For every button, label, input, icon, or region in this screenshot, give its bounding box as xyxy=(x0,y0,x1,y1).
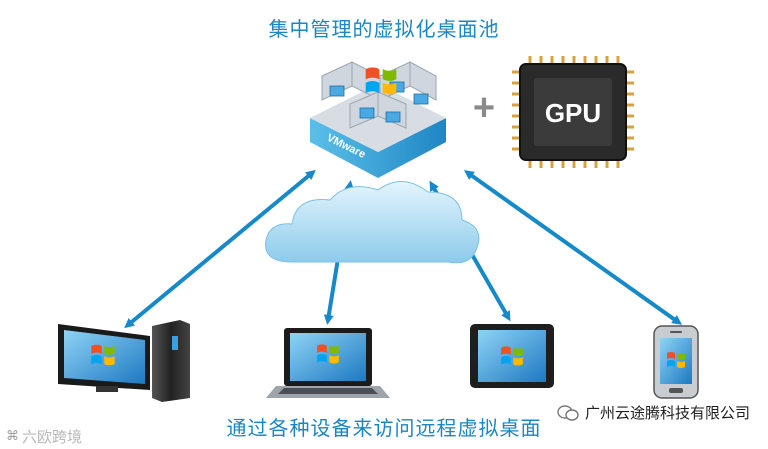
server-icon: VMware xyxy=(310,61,446,178)
gpu-label: GPU xyxy=(545,98,601,128)
arrow-phone xyxy=(463,170,683,325)
smartphone-icon xyxy=(653,325,699,399)
laptop-icon xyxy=(266,328,390,398)
tablet-icon xyxy=(470,324,554,388)
cloud-icon xyxy=(265,181,480,264)
watermark-right-text: 广州云途腾科技有限公司 xyxy=(584,404,750,422)
diagram-title-top: 集中管理的虚拟化桌面池 xyxy=(268,17,500,41)
plus-sign: + xyxy=(473,87,495,129)
wechat-icon xyxy=(557,404,579,421)
watermark-logo-icon: ⌘ xyxy=(6,429,19,444)
gpu-chip-icon: GPU xyxy=(512,56,634,168)
desktop-pc-icon xyxy=(58,320,190,402)
watermark-left-text: 六欧跨境 xyxy=(22,428,83,446)
arrow-desktop xyxy=(124,169,316,329)
diagram-title-bottom: 通过各种设备来访问远程虚拟桌面 xyxy=(226,416,542,440)
watermark-right: 广州云途腾科技有限公司 xyxy=(557,402,750,423)
watermark-left: ⌘ 六欧跨境 xyxy=(6,426,82,447)
